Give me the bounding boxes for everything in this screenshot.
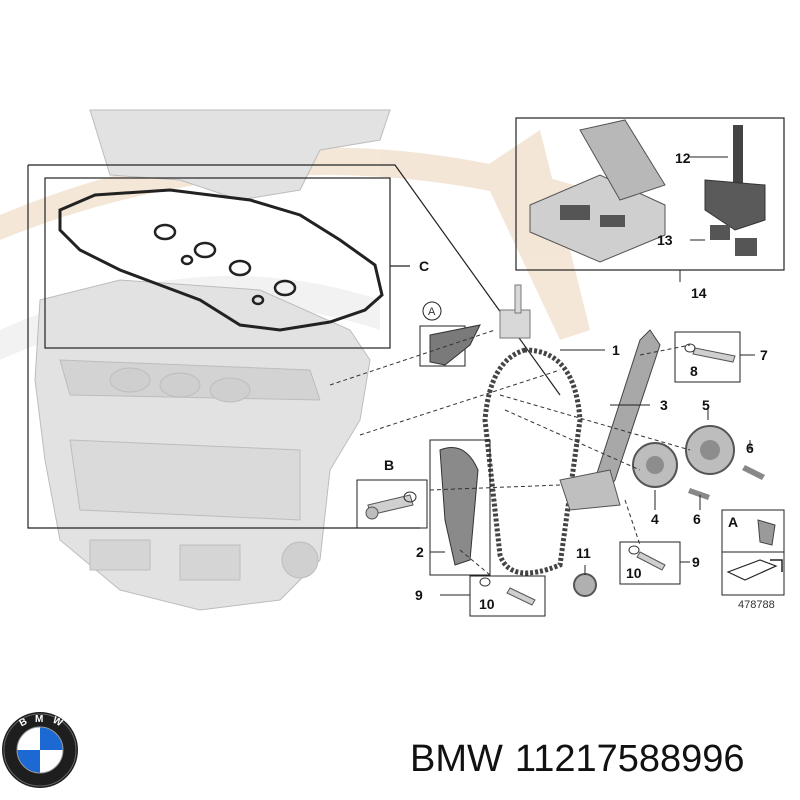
tensioner-rail bbox=[429, 439, 491, 576]
camshaft-sprockets bbox=[632, 425, 765, 500]
callout-10-left: 10 bbox=[479, 596, 495, 612]
callout-1: 1 bbox=[612, 342, 620, 358]
part-a-marker: A bbox=[419, 284, 531, 367]
legend-box-a: A bbox=[721, 509, 785, 596]
brand-name: BMW bbox=[410, 738, 503, 780]
callout-12: 12 bbox=[675, 150, 691, 166]
gasket-group-box: C bbox=[44, 177, 429, 349]
part-b-box: B bbox=[356, 457, 428, 529]
footer-caption: BMW 11217588996 bbox=[410, 738, 757, 781]
toolkit-box: 12 13 14 bbox=[515, 117, 785, 301]
slide-rail bbox=[559, 329, 661, 511]
image-number: 478788 bbox=[738, 599, 775, 611]
bmw-logo-m: M bbox=[35, 714, 43, 725]
callout-9-left: 9 bbox=[415, 587, 423, 603]
callout-6-lower: 6 bbox=[693, 511, 701, 527]
bmw-logo-b: B bbox=[18, 716, 30, 729]
callout-2: 2 bbox=[416, 544, 424, 560]
callout-11: 11 bbox=[576, 545, 591, 561]
callout-b: B bbox=[384, 457, 394, 473]
callout-10-right: 10 bbox=[626, 565, 642, 581]
callout-6-upper: 6 bbox=[746, 440, 754, 456]
marker-a: A bbox=[428, 306, 436, 318]
legend-a: A bbox=[728, 514, 738, 530]
callout-4: 4 bbox=[651, 511, 659, 527]
callout-3: 3 bbox=[660, 397, 668, 413]
callout-13: 13 bbox=[657, 232, 673, 248]
bmw-logo: B M W bbox=[2, 712, 78, 788]
leader-lines-dashed bbox=[329, 329, 691, 576]
callout-7: 7 bbox=[760, 347, 768, 363]
bolt-box-9-10-left: 9 10 bbox=[415, 575, 546, 617]
bolt-box-9-10-right: 9 10 bbox=[619, 541, 700, 585]
callout-c: C bbox=[419, 258, 429, 274]
callout-8: 8 bbox=[690, 363, 698, 379]
leader-lines-solid bbox=[430, 349, 751, 553]
part-number: 11217588996 bbox=[514, 738, 745, 780]
timing-chain bbox=[482, 347, 583, 576]
callout-14: 14 bbox=[691, 285, 707, 301]
callout-5: 5 bbox=[702, 397, 710, 413]
crank-sprocket: 11 bbox=[573, 545, 597, 597]
callout-9-right: 9 bbox=[692, 554, 700, 570]
bolt-box-7-8: 7 8 bbox=[674, 331, 768, 383]
